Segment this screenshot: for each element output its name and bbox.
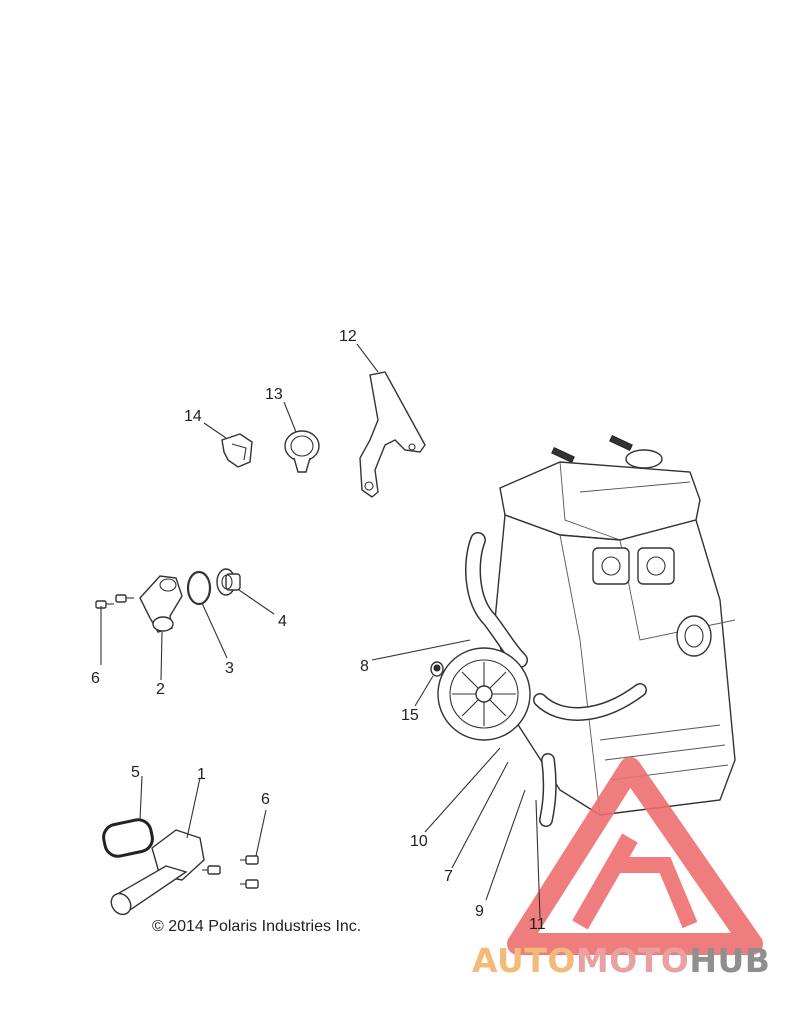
callout-15: 15 bbox=[401, 707, 419, 724]
callout-13: 13 bbox=[265, 386, 283, 403]
callout-3: 3 bbox=[225, 660, 234, 677]
clip-part-14 bbox=[221, 433, 253, 468]
bolt-part-6-upper bbox=[95, 594, 134, 609]
watermark-text: AUTOMOTOHUB bbox=[472, 944, 770, 977]
clamp-part-13 bbox=[284, 430, 320, 473]
callout-14: 14 bbox=[184, 408, 202, 425]
engine-assembly bbox=[437, 434, 736, 827]
callout-6-upper: 6 bbox=[91, 670, 100, 687]
bracket-part-12 bbox=[359, 371, 426, 498]
watermark-auto: AUTO bbox=[472, 941, 576, 980]
callout-4: 4 bbox=[278, 613, 287, 630]
o-ring-part-3 bbox=[186, 570, 212, 606]
callout-9: 9 bbox=[475, 903, 484, 920]
gasket-part-5 bbox=[102, 818, 154, 858]
callout-8: 8 bbox=[360, 658, 369, 675]
callout-6-lower: 6 bbox=[261, 791, 270, 808]
watermark-hub: HUB bbox=[689, 941, 771, 980]
callout-2: 2 bbox=[156, 681, 165, 698]
callout-1: 1 bbox=[197, 766, 206, 783]
watermark-moto: MOTO bbox=[575, 941, 690, 980]
watermark-triangle bbox=[507, 757, 763, 955]
thermostat-part-4 bbox=[216, 568, 241, 596]
callout-5: 5 bbox=[131, 764, 140, 781]
sleeve-part-15 bbox=[430, 661, 444, 677]
callout-12: 12 bbox=[339, 328, 357, 345]
outlet-housing-part-1 bbox=[110, 829, 205, 916]
copyright-notice: © 2014 Polaris Industries Inc. bbox=[152, 918, 362, 935]
leader-lines bbox=[100, 343, 541, 919]
thermostat-housing-part-2 bbox=[139, 575, 183, 633]
callout-7: 7 bbox=[444, 868, 453, 885]
callout-11: 11 bbox=[529, 916, 546, 933]
bolt-part-6-lower bbox=[202, 855, 259, 889]
callout-10: 10 bbox=[410, 833, 428, 850]
